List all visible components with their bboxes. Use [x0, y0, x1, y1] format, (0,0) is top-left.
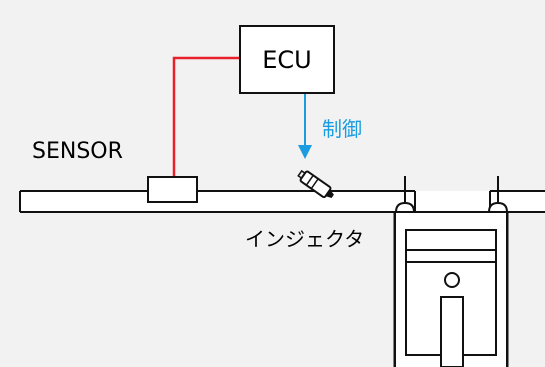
sensor-label: SENSOR — [32, 139, 123, 164]
sensor-body — [147, 176, 198, 203]
exhaust-valve — [487, 176, 509, 213]
sensor-wire — [172, 56, 240, 177]
ecu-box — [239, 25, 335, 94]
intake-valve — [394, 176, 416, 213]
injector-icon — [297, 169, 334, 199]
ecu-label: ECU — [262, 45, 312, 74]
injector-label: インジェクタ — [245, 227, 365, 251]
connecting-rod — [440, 296, 464, 367]
intake-pipe — [19, 190, 545, 213]
control-label: 制御 — [322, 117, 362, 141]
